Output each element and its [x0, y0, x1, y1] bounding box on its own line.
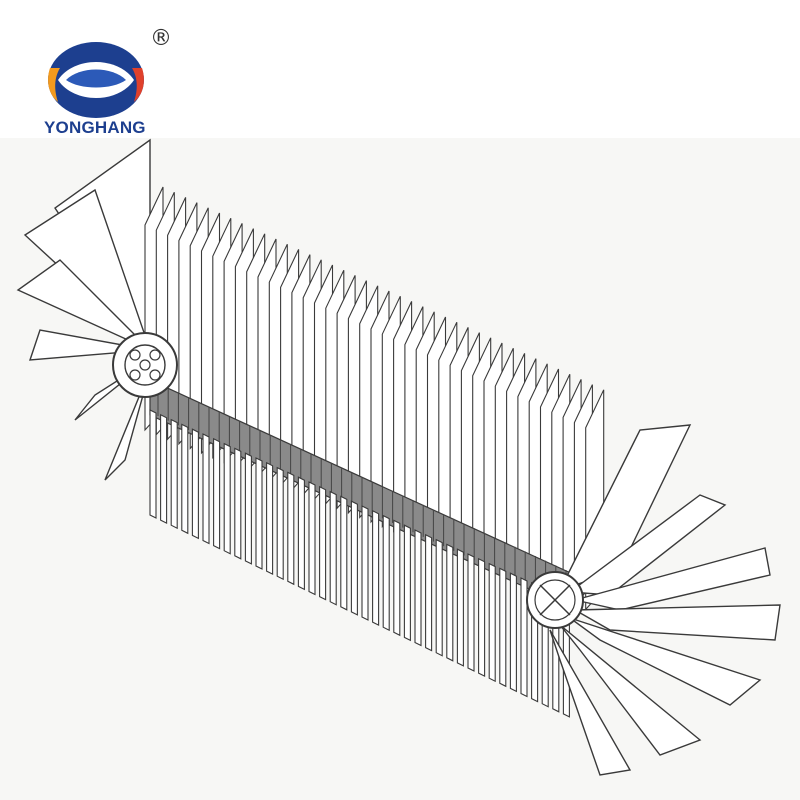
- left-hub-bolt: [139, 359, 151, 371]
- bottom-fin: [340, 495, 348, 611]
- bottom-fin: [191, 428, 199, 540]
- bottom-fin: [234, 447, 242, 560]
- left-hub-bolt: [129, 349, 141, 361]
- bottom-fin: [170, 418, 178, 530]
- bottom-fin: [181, 423, 189, 535]
- bottom-fin: [149, 409, 157, 519]
- bottom-fin: [276, 466, 284, 581]
- bottom-fin: [393, 519, 401, 637]
- bottom-fin: [425, 533, 433, 652]
- bottom-fin: [266, 461, 274, 575]
- bottom-fin: [509, 572, 517, 693]
- bottom-fin: [446, 543, 454, 662]
- bottom-fin: [350, 500, 358, 616]
- right-radial-fin: [569, 617, 762, 706]
- left-hub-bolt: [149, 349, 161, 361]
- bottom-fin: [499, 567, 507, 688]
- bottom-fin: [382, 514, 390, 632]
- brand-logo: ® YONGHANG: [40, 28, 200, 138]
- bottom-fin: [456, 548, 464, 667]
- logo-icon: [48, 42, 144, 118]
- bottom-fin: [160, 413, 168, 524]
- left-radial-fin: [16, 259, 151, 351]
- bottom-fin: [467, 553, 475, 672]
- top-fin-stack: [144, 186, 605, 611]
- bottom-fin: [329, 490, 337, 606]
- registered-mark: ®: [150, 26, 172, 51]
- bottom-fin: [308, 481, 316, 596]
- bottom-fin: [244, 452, 252, 565]
- bottom-fin: [223, 442, 231, 555]
- bottom-fin: [202, 433, 210, 545]
- bottom-fin: [213, 437, 221, 550]
- bottom-fin: [403, 524, 411, 642]
- bottom-fin: [319, 485, 327, 601]
- right-radial-fin: [549, 629, 632, 776]
- left-hub-bolt: [149, 369, 161, 381]
- bottom-fin: [372, 509, 380, 626]
- bottom-fin: [287, 471, 295, 586]
- bottom-fin: [255, 457, 263, 570]
- right-radial-fin: [574, 547, 771, 611]
- bottom-fin: [435, 538, 443, 657]
- brand-name: YONGHANG: [44, 118, 146, 137]
- right-hub-cross: [539, 584, 571, 616]
- bottom-fin: [478, 557, 486, 677]
- bottom-fin: [414, 529, 422, 647]
- bottom-fin: [488, 562, 496, 683]
- core-tube-stripes: [157, 384, 577, 607]
- bottom-fin: [297, 476, 305, 591]
- left-radial-fin: [104, 369, 151, 481]
- right-radial-fin: [559, 624, 702, 756]
- right-radial-fin: [572, 604, 781, 641]
- left-hub-bolt: [129, 369, 141, 381]
- bottom-fin: [361, 505, 369, 621]
- bottom-fin: [520, 577, 528, 698]
